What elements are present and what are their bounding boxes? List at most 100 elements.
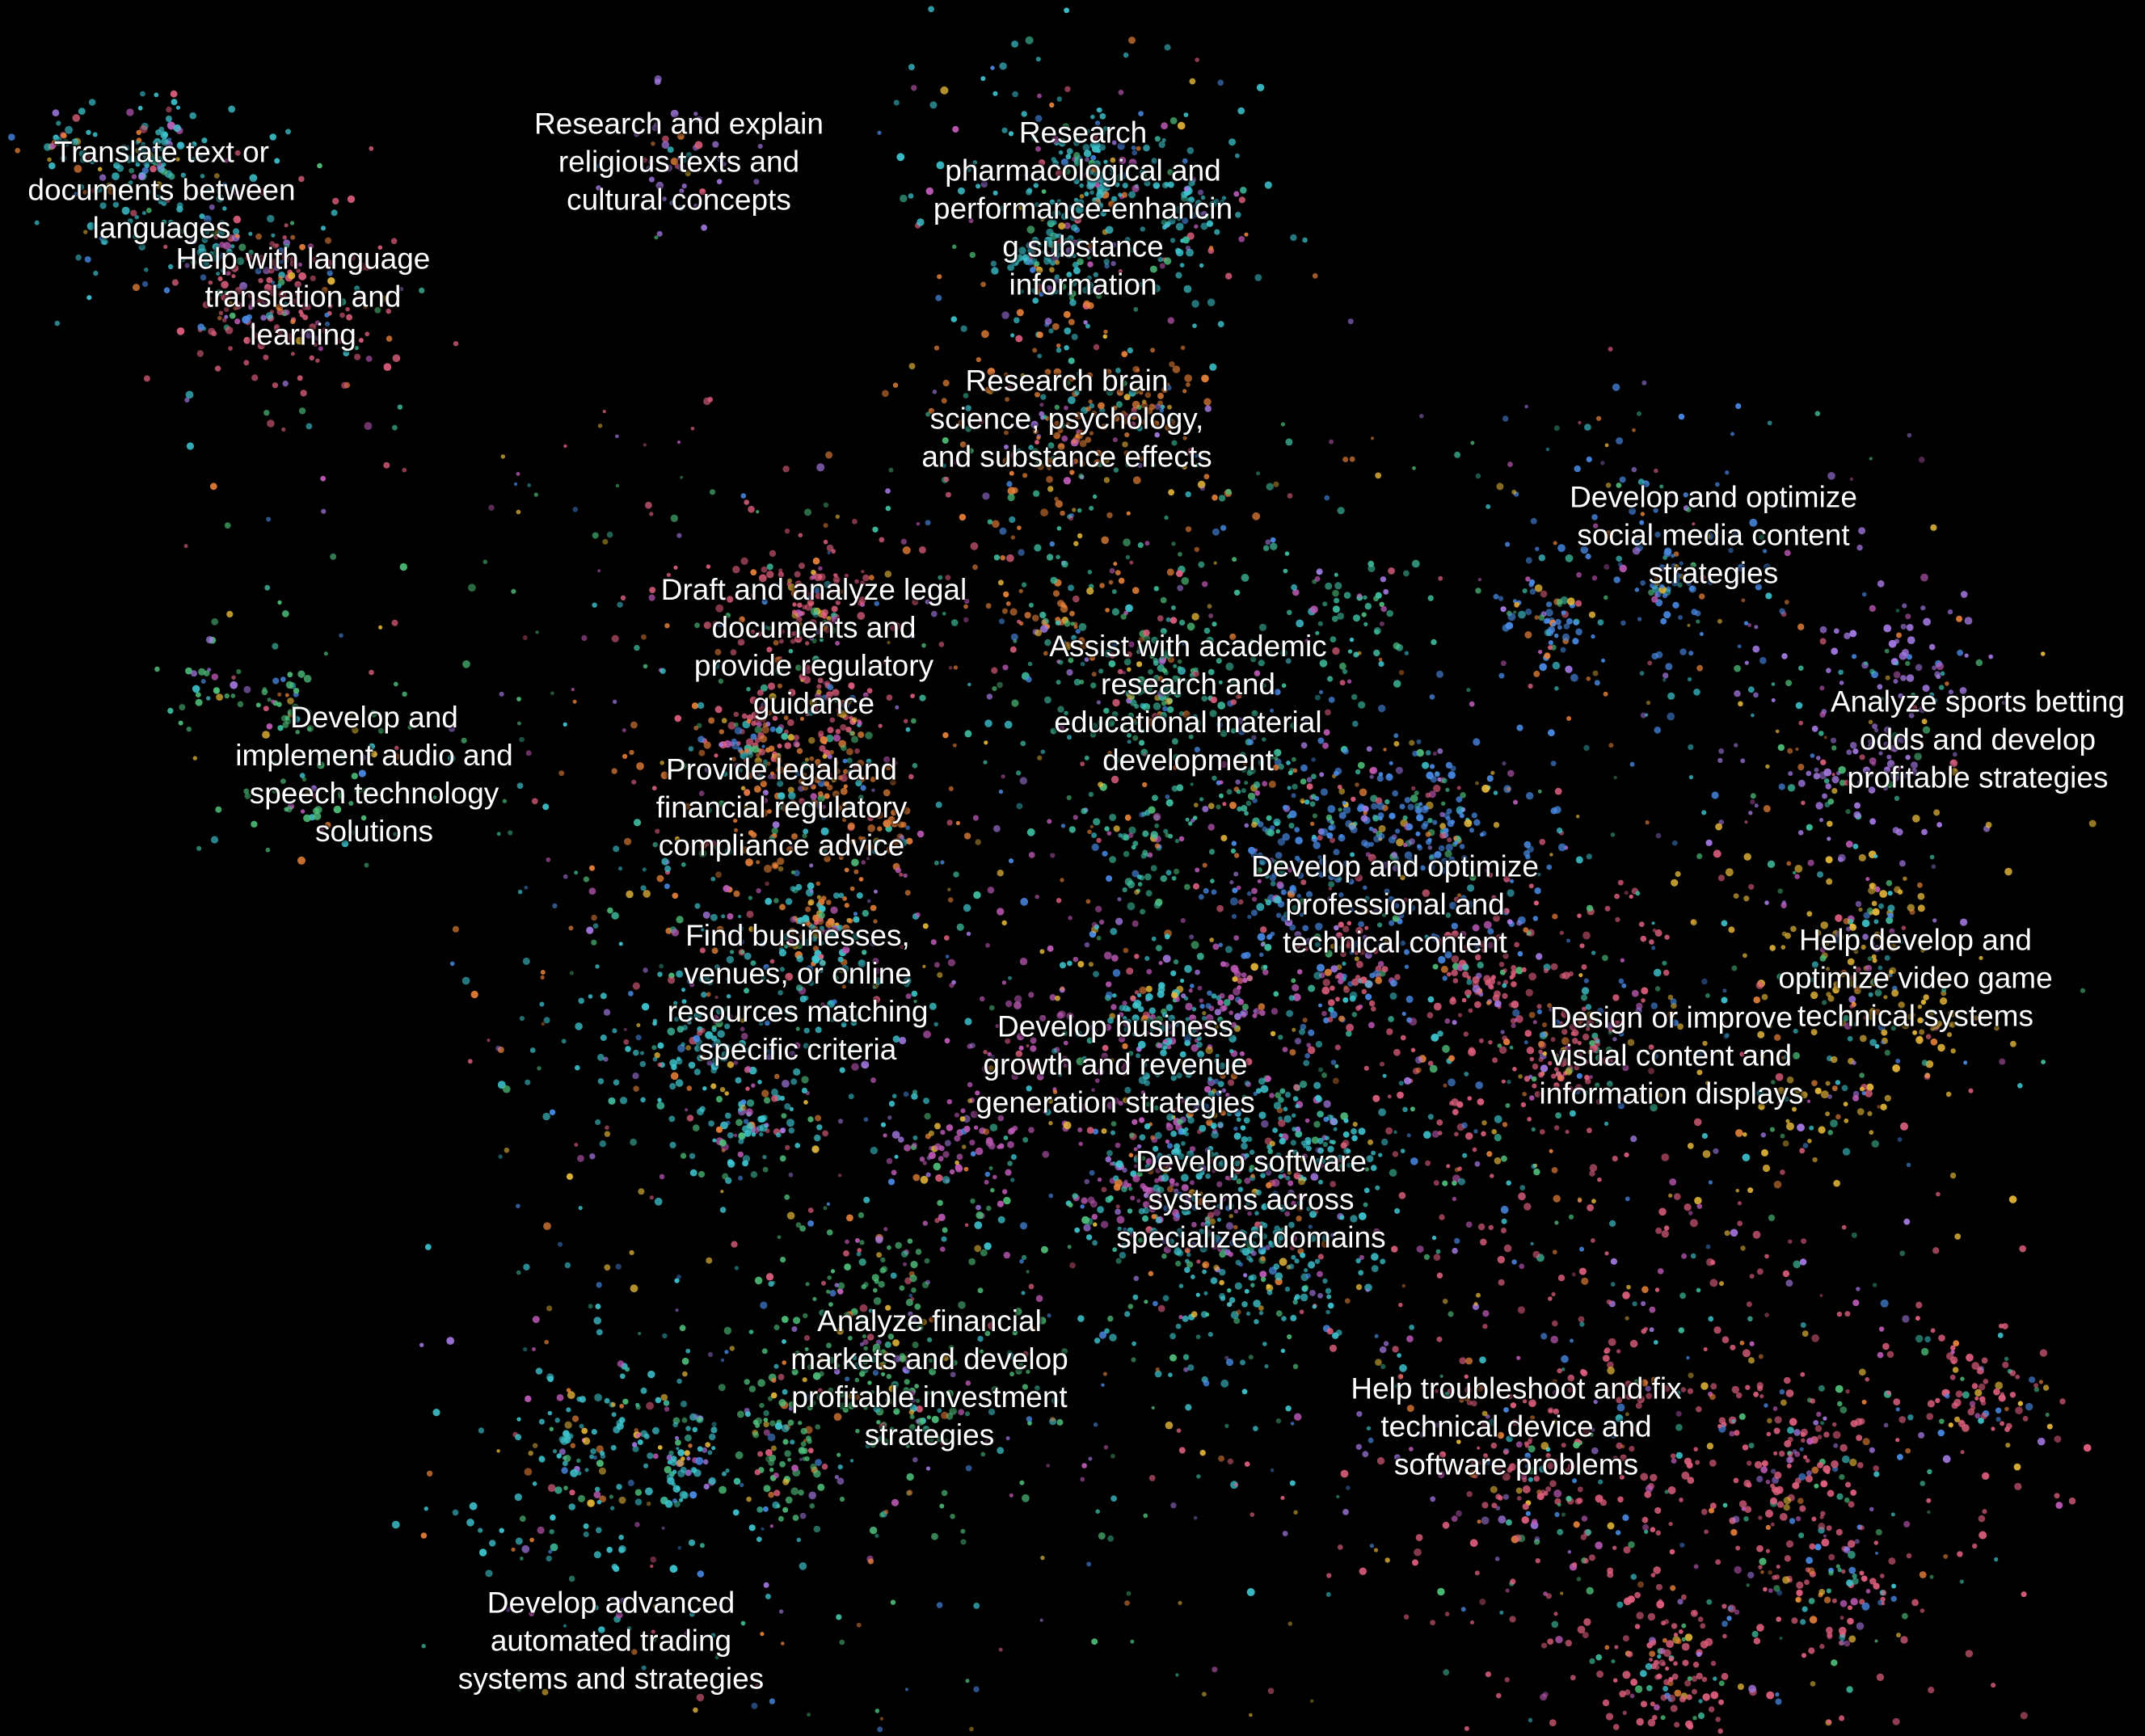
scatter-point [1493,593,1499,600]
scatter-point [285,680,294,689]
scatter-point [1141,402,1148,409]
scatter-point [1749,518,1758,527]
scatter-point [291,703,300,711]
scatter-point [1925,1034,1932,1039]
scatter-point [1300,778,1307,785]
scatter-point [1099,129,1106,137]
scatter-point [1960,918,1968,926]
scatter-point [1189,78,1196,85]
scatter-point [1566,617,1573,625]
scatter-point [819,968,824,973]
scatter-point [1363,941,1367,946]
scatter-point [1373,1228,1380,1236]
scatter-point [694,622,700,629]
scatter-point [1321,1010,1327,1017]
scatter-point [1869,941,1875,946]
scatter-point [1199,998,1204,1003]
scatter-point [1235,694,1241,699]
scatter-point [671,199,676,204]
scatter-point [766,761,771,766]
scatter-point [1081,286,1089,294]
scatter-point [360,815,367,821]
scatter-point [1356,593,1363,599]
scatter-point [608,1097,616,1105]
scatter-point [1183,112,1189,118]
scatter-point [1337,613,1345,620]
scatter-point [301,302,310,310]
scatter-point [1355,769,1361,775]
scatter-point [854,748,860,754]
scatter-point [1252,896,1258,902]
scatter-point [1887,891,1893,896]
scatter-point [1190,178,1195,183]
scatter-point [1092,494,1098,499]
scatter-point [1487,872,1494,878]
scatter-point [1230,1072,1238,1080]
scatter-point [146,151,154,158]
scatter-point [1101,1186,1107,1193]
scatter-point [1620,620,1626,626]
scatter-point [1185,245,1190,251]
scatter-point [652,1018,658,1023]
scatter-point [1603,691,1608,697]
scatter-point [1262,737,1266,742]
scatter-point [306,423,313,430]
scatter-point [354,786,363,794]
scatter-point [1294,931,1302,938]
scatter-point [1088,289,1094,294]
scatter-point [1581,994,1587,1001]
scatter-point [1806,824,1813,831]
scatter-point [1410,1047,1416,1053]
scatter-point [1398,1081,1404,1086]
scatter-point [1113,415,1120,422]
scatter-point [88,99,96,106]
scatter-point [903,718,908,724]
scatter-point [727,1131,734,1139]
scatter-point [1460,792,1466,798]
scatter-point [1948,1010,1956,1018]
scatter-point [751,1083,756,1088]
scatter-point [143,375,150,382]
scatter-point [1001,311,1009,319]
scatter-point [1229,633,1237,641]
scatter-point [377,245,383,251]
scatter-point [654,1197,663,1206]
scatter-point [1028,288,1034,293]
scatter-point [655,181,664,190]
scatter-point [1271,872,1278,878]
scatter-point [1257,879,1262,883]
scatter-point [773,639,779,646]
scatter-point [255,268,262,275]
scatter-point [1456,786,1461,790]
scatter-point [1072,595,1080,603]
scatter-point [940,1129,946,1136]
scatter-point [1550,761,1557,766]
scatter-point [1035,391,1040,398]
scatter-point [1737,644,1742,649]
scatter-point [689,1152,696,1160]
scatter-point [668,1115,676,1123]
scatter-point [171,99,178,106]
scatter-point [1212,494,1218,501]
scatter-point [1574,1064,1580,1071]
scatter-point [1425,839,1432,845]
scatter-point [1084,942,1090,948]
scatter-point [1111,589,1117,594]
scatter-point [1241,574,1249,582]
scatter-point [1164,933,1170,940]
scatter-point [260,314,267,321]
scatter-point [1525,557,1532,564]
scatter-point [1292,993,1301,1001]
scatter-point [1641,380,1647,386]
scatter-point [1037,93,1042,99]
scatter-point [1004,445,1009,450]
scatter-point [1153,586,1160,592]
scatter-point [348,801,354,806]
scatter-point [1375,592,1382,599]
scatter-point [222,242,231,251]
scatter-point [1383,588,1389,595]
scatter-point [1878,903,1884,909]
scatter-point [766,563,773,571]
scatter-point [1946,1032,1953,1038]
scatter-point [303,814,311,823]
